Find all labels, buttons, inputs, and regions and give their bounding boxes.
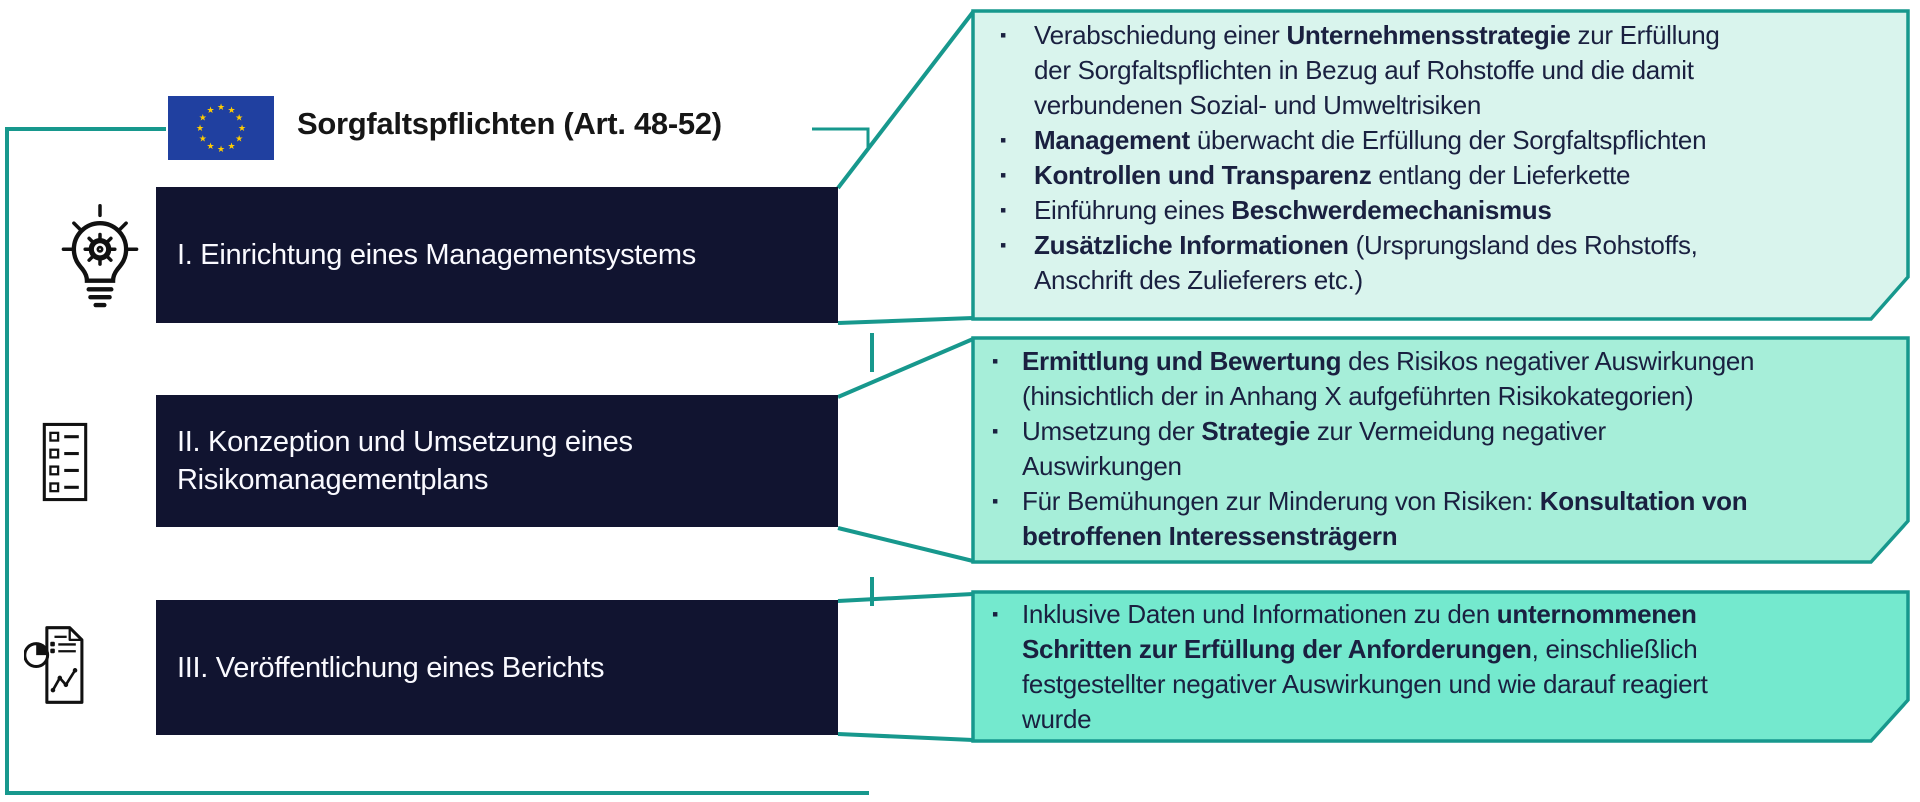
step-2-label: II. Konzeption und Umsetzung eines Risik… [177, 426, 633, 496]
bullet-item: Kontrollen und Transparenz entlang der L… [1000, 158, 1895, 193]
bullet-item: Ermittlung und Bewertung des Risikos neg… [992, 344, 1897, 414]
eu-flag-field [168, 96, 274, 160]
checklist-icon [42, 421, 88, 503]
svg-text:★: ★ [227, 105, 235, 115]
bracket-line [5, 127, 869, 795]
diagram-title: Sorgfaltspflichten (Art. 48-52) [297, 106, 722, 141]
bullet-item: Verabschiedung einer Unternehmensstrateg… [1000, 18, 1895, 123]
bullet-item: Umsetzung der Strategie zur Vermeidung n… [992, 414, 1897, 484]
svg-text:★: ★ [238, 123, 246, 133]
title-connector-line [812, 127, 870, 148]
svg-text:★: ★ [206, 105, 214, 115]
svg-text:★: ★ [217, 144, 225, 154]
callout-2-funnel-bottom [837, 526, 974, 563]
step-1-label: I. Einrichtung eines Managementsystems [177, 239, 696, 271]
callout-3-bullets: Inklusive Daten und Informationen zu den… [992, 597, 1897, 737]
report-chart-icon [23, 620, 88, 710]
step-box-3: III. Veröffentlichung eines Berichts [156, 600, 838, 735]
step-box-2: II. Konzeption und Umsetzung eines Risik… [156, 395, 838, 527]
step-3-label: III. Veröffentlichung eines Berichts [177, 651, 605, 684]
bullet-item: Zusätzliche Informationen (Ursprungsland… [1000, 228, 1895, 298]
svg-text:★: ★ [227, 141, 235, 151]
bullet-item: Inklusive Daten und Informationen zu den… [992, 597, 1897, 737]
callout-2-bullets: Ermittlung und Bewertung des Risikos neg… [992, 344, 1897, 554]
svg-text:★: ★ [206, 141, 214, 151]
eu-flag-icon: ★★★★★★★★★★★★ [168, 96, 274, 160]
svg-text:★: ★ [199, 134, 207, 144]
bullet-item: Einführung eines Beschwerdemechanismus [1000, 193, 1895, 228]
svg-text:★: ★ [199, 113, 207, 123]
svg-text:★: ★ [217, 102, 225, 112]
step-box-1: I. Einrichtung eines Managementsystems [156, 187, 838, 323]
callout-1-funnel-bottom [837, 316, 974, 325]
callout-1-funnel-top [836, 10, 975, 190]
callout-2-funnel-top [837, 337, 974, 399]
lightbulb-gear-icon [56, 204, 144, 312]
callout-3-funnel-top [837, 592, 974, 603]
callout-1-bullets: Verabschiedung einer Unternehmensstrateg… [1000, 18, 1895, 298]
callout-3-funnel-bottom [837, 732, 974, 742]
bullet-item: Für Bemühungen zur Minderung von Risiken… [992, 484, 1897, 554]
bullet-item: Management überwacht die Erfüllung der S… [1000, 123, 1895, 158]
svg-text:★: ★ [235, 113, 243, 123]
svg-text:★: ★ [196, 123, 204, 133]
eu-flag-stars: ★★★★★★★★★★★★ [196, 102, 246, 154]
svg-text:★: ★ [235, 134, 243, 144]
